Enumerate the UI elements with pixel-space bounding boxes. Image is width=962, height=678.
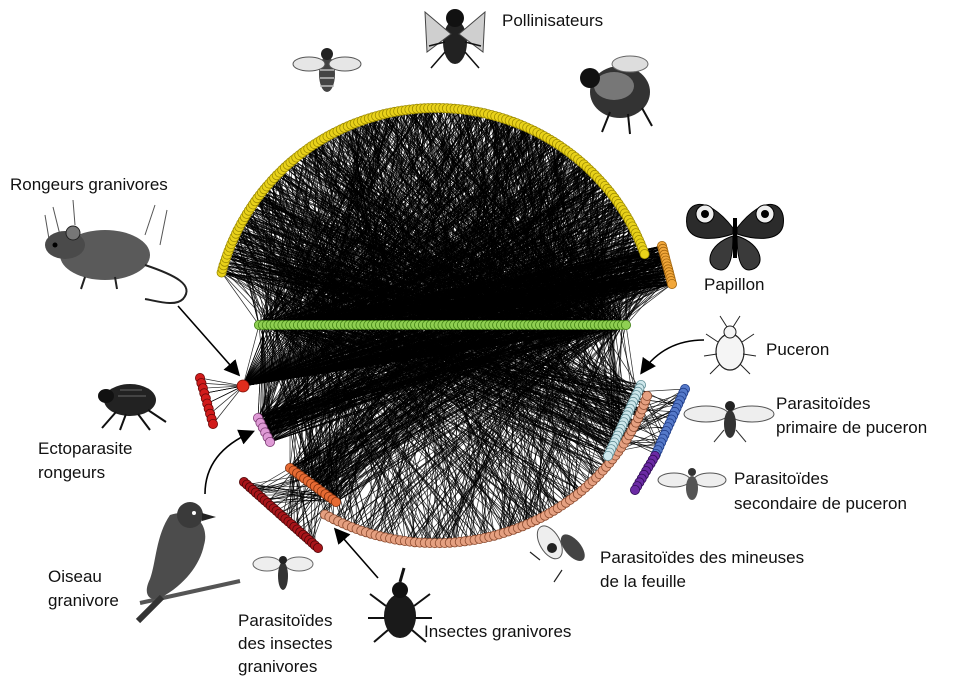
label-papillon: Papillon <box>704 275 765 294</box>
label-rongeurs: Rongeurs granivores <box>10 175 168 194</box>
arrow-puceron <box>642 340 704 372</box>
wasp-granivore-illustration <box>253 556 313 590</box>
node-oiseau <box>265 437 274 446</box>
node-ectoparasite <box>208 419 217 428</box>
wasp-primary-illustration <box>684 401 774 442</box>
weevil-illustration <box>368 568 432 642</box>
label-pollinisateurs: Pollinisateurs <box>502 11 603 30</box>
node-puceron <box>603 451 612 460</box>
miner-wasp-illustration <box>530 522 589 582</box>
label-oiseau-1: Oiseau <box>48 567 102 586</box>
label-parasitoides-secondaire-1: Parasitoïdes <box>734 469 829 488</box>
bumblebee-illustration <box>580 56 652 134</box>
wasp-secondary-illustration <box>658 468 726 500</box>
label-parasitoides-insectes-3: granivores <box>238 657 317 676</box>
node-parasitoides_secondaire <box>630 485 639 494</box>
label-parasitoides-secondaire-2: secondaire de puceron <box>734 494 907 513</box>
label-puceron: Puceron <box>766 340 829 359</box>
label-oiseau-2: granivore <box>48 591 119 610</box>
label-mineuses-2: de la feuille <box>600 572 686 591</box>
node-parasitoides_insectes <box>313 543 322 552</box>
link-ectoparasite-rongeurs <box>213 386 243 424</box>
fly-illustration <box>425 9 485 68</box>
label-mineuses-1: Parasitoïdes des mineuses <box>600 548 804 567</box>
node-plantes <box>621 320 630 329</box>
bee-illustration <box>293 48 361 92</box>
label-parasitoides-insectes-1: Parasitoïdes <box>238 611 333 630</box>
aphid-illustration <box>704 316 756 374</box>
label-insectes: Insectes granivores <box>424 622 571 641</box>
label-parasitoides-insectes-2: des insectes <box>238 634 333 653</box>
node-papillon <box>667 279 676 288</box>
label-ectoparasite-1: Ectoparasite <box>38 439 133 458</box>
arrow-rongeurs <box>178 306 238 374</box>
butterfly-illustration <box>687 204 784 270</box>
mouse-illustration <box>45 200 187 303</box>
bird-illustration <box>138 502 240 621</box>
label-parasitoides-primaire-1: Parasitoïdes <box>776 394 871 413</box>
label-ectoparasite-2: rongeurs <box>38 463 105 482</box>
node-rongeurs <box>237 380 249 392</box>
node-mineuses <box>643 391 652 400</box>
label-parasitoides-primaire-2: primaire de puceron <box>776 418 927 437</box>
flea-illustration <box>98 384 166 430</box>
node-insectes <box>331 497 340 506</box>
node-pollinisateurs <box>640 250 649 259</box>
